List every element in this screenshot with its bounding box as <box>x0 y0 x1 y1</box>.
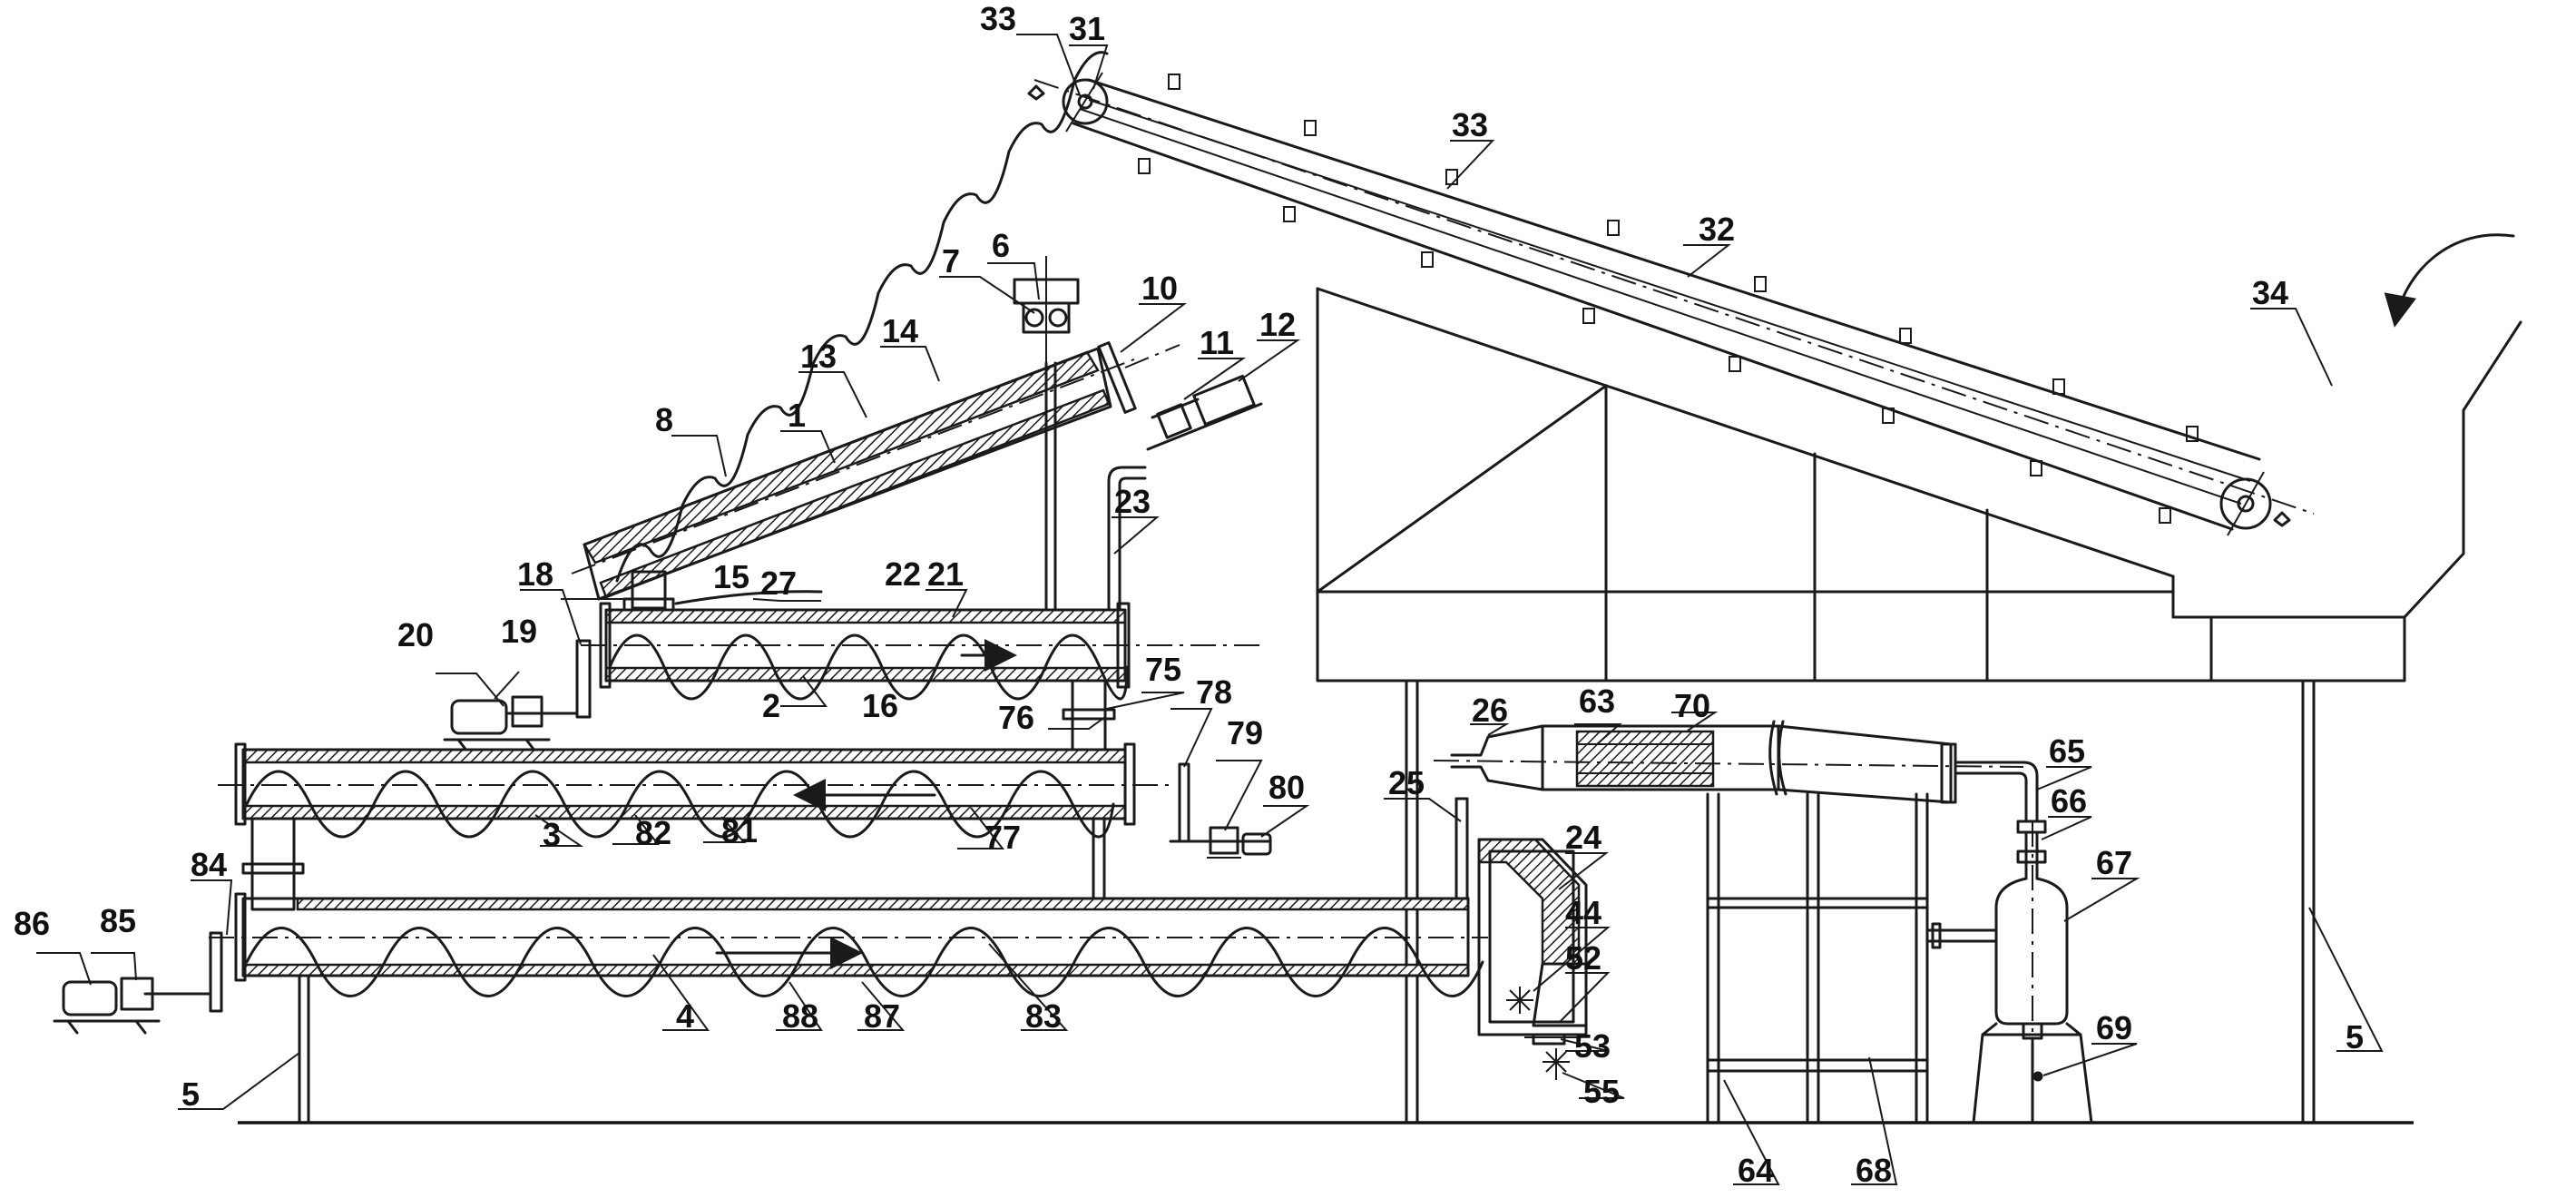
label-2: 2 <box>762 687 780 724</box>
inclined-screw-feeder <box>571 51 1263 612</box>
label-24: 24 <box>1565 819 1601 856</box>
label-27: 27 <box>760 565 797 602</box>
label-33-mid: 33 <box>1452 106 1488 143</box>
label-75: 75 <box>1145 651 1181 688</box>
belt-conveyor <box>1027 72 2515 536</box>
igniter-44 <box>1506 987 1533 1014</box>
cyclone-separator-67 <box>1925 820 2093 1124</box>
label-26: 26 <box>1472 692 1508 729</box>
label-87: 87 <box>864 997 900 1035</box>
burner-valve-79 <box>1169 762 1272 859</box>
leader-lines <box>36 34 2384 1185</box>
label-23: 23 <box>1114 483 1151 520</box>
label-14: 14 <box>882 312 918 349</box>
combustion-chamber-24 <box>1477 838 1588 1080</box>
feed-hopper <box>1013 256 1080 619</box>
label-18: 18 <box>517 555 553 593</box>
label-19: 19 <box>501 613 537 650</box>
connector-tube-3-4 <box>241 817 305 911</box>
dryer-tube-4 <box>53 892 1488 1124</box>
label-5-left: 5 <box>181 1075 200 1113</box>
label-66: 66 <box>2051 782 2087 820</box>
label-20: 20 <box>397 616 434 653</box>
support-frame <box>1706 792 1929 1124</box>
label-63: 63 <box>1579 682 1615 720</box>
label-22: 22 <box>885 555 921 593</box>
connector-75-76 <box>1062 679 1116 760</box>
fan-55 <box>1543 1048 1570 1080</box>
label-80: 80 <box>1268 769 1305 806</box>
label-44: 44 <box>1565 894 1601 931</box>
label-52: 52 <box>1565 939 1601 977</box>
label-70: 70 <box>1674 687 1710 724</box>
label-79: 79 <box>1227 714 1263 751</box>
head-pulley <box>1062 78 1109 125</box>
label-13: 13 <box>800 338 837 375</box>
label-34: 34 <box>2252 274 2288 311</box>
label-53: 53 <box>1574 1027 1611 1065</box>
tail-pulley <box>2219 477 2272 530</box>
dryer-tube-2 <box>443 602 1261 753</box>
reference-labels: 33 31 33 32 34 6 7 10 11 12 14 13 8 1 15… <box>14 0 2364 1189</box>
label-25: 25 <box>1388 764 1425 801</box>
label-1: 1 <box>788 397 806 434</box>
label-5-right: 5 <box>2346 1018 2364 1056</box>
label-84: 84 <box>191 846 227 883</box>
label-33-top: 33 <box>980 0 1016 37</box>
label-55: 55 <box>1583 1073 1620 1110</box>
label-16: 16 <box>862 687 898 724</box>
label-6: 6 <box>992 227 1010 264</box>
label-86: 86 <box>14 905 50 942</box>
label-83: 83 <box>1025 997 1062 1035</box>
label-76: 76 <box>998 699 1034 736</box>
label-10: 10 <box>1141 270 1178 307</box>
label-21: 21 <box>927 555 964 593</box>
label-65: 65 <box>2049 732 2085 770</box>
label-7: 7 <box>942 242 960 280</box>
feed-direction-arrow <box>2384 233 2515 328</box>
label-31: 31 <box>1069 10 1105 47</box>
label-69: 69 <box>2096 1009 2132 1046</box>
hot-air-duct-63 <box>1433 720 2039 823</box>
label-81: 81 <box>721 812 758 849</box>
label-77: 77 <box>984 819 1021 856</box>
label-4: 4 <box>676 997 694 1035</box>
label-85: 85 <box>100 902 136 939</box>
label-68: 68 <box>1856 1152 1892 1189</box>
label-32: 32 <box>1699 211 1735 248</box>
label-12: 12 <box>1259 306 1296 343</box>
label-78: 78 <box>1196 673 1232 711</box>
label-11: 11 <box>1200 324 1234 361</box>
label-67: 67 <box>2096 844 2132 881</box>
exhaust-pipe-23 <box>1107 466 1147 612</box>
label-15: 15 <box>713 558 749 595</box>
belt-cleats <box>1027 74 2291 527</box>
label-64: 64 <box>1738 1152 1774 1189</box>
label-82: 82 <box>635 814 671 851</box>
dryer-tube-3 <box>218 742 1170 839</box>
label-88: 88 <box>782 997 818 1035</box>
label-3: 3 <box>543 816 561 853</box>
label-8: 8 <box>655 401 673 438</box>
